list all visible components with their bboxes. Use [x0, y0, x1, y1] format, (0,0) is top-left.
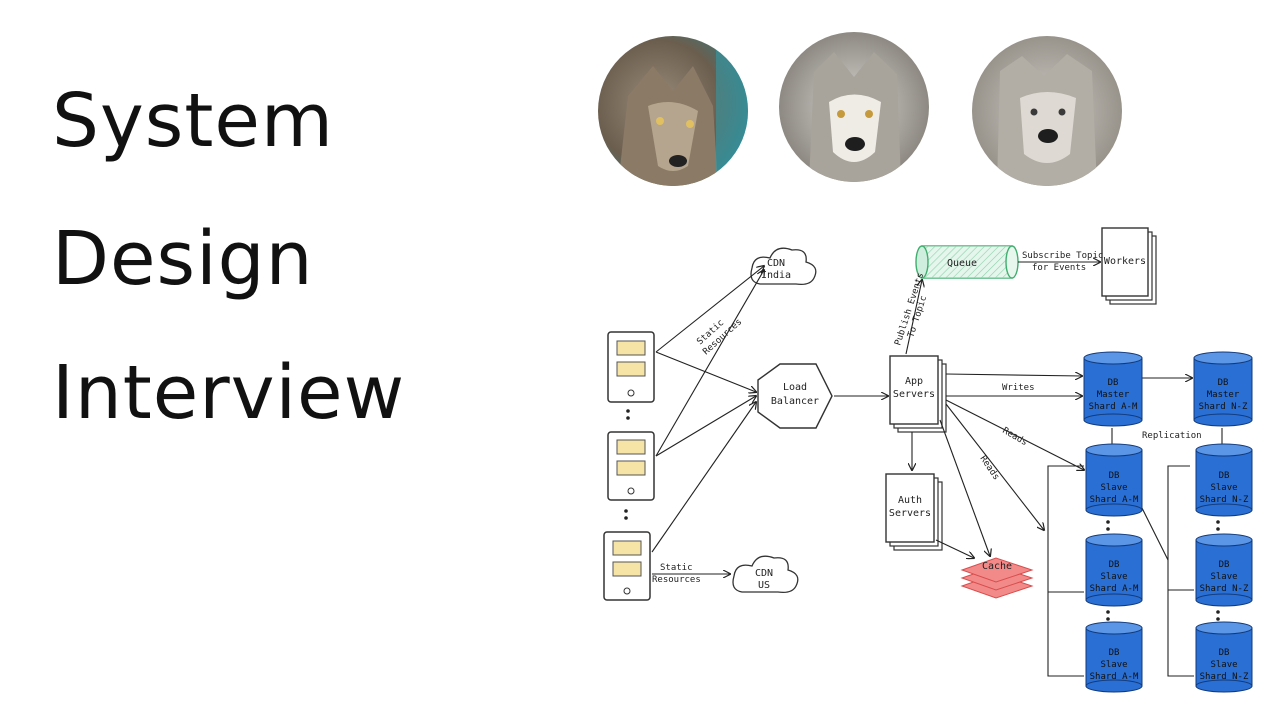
device-arrows: [651, 266, 888, 574]
workers-node: Workers: [1101, 227, 1157, 305]
db-label: Slave: [1210, 572, 1237, 582]
db-label: DB: [1219, 471, 1230, 481]
db-ellipsis: [1106, 520, 1220, 621]
writes-label: Writes: [1002, 383, 1035, 393]
wolf-photo-grey-icon: [779, 32, 929, 182]
reads-label: Reads: [1001, 426, 1029, 448]
wolf-photo-snarling-icon: [598, 36, 748, 186]
cdn-us-label: US: [758, 580, 770, 591]
device-ellipsis-dot: [626, 416, 630, 420]
db-label: Shard N-Z: [1200, 495, 1249, 505]
db-label: Shard A-M: [1090, 672, 1139, 682]
db-master-am: DB Master Shard A-M: [1083, 351, 1143, 427]
db-label: Shard N-Z: [1199, 402, 1248, 412]
queue-node: Queue: [915, 245, 1019, 279]
db-label: Master: [1097, 390, 1130, 400]
cache-label: Cache: [982, 561, 1012, 572]
load-balancer-label: Balancer: [771, 396, 819, 407]
db-label: DB: [1108, 378, 1119, 388]
load-balancer-label: Load: [783, 382, 807, 393]
db-label: Slave: [1100, 660, 1127, 670]
db-label: Shard A-M: [1090, 584, 1139, 594]
db-label: Shard A-M: [1089, 402, 1138, 412]
subscribe-topic-label: Subscribe Topic: [1022, 251, 1103, 261]
client-device-2: [607, 431, 655, 501]
title-line-system: System: [52, 78, 334, 164]
title-line-design: Design: [52, 216, 314, 302]
db-slave-nz-1: DB Slave Shard N-Z: [1195, 443, 1253, 517]
cdn-india-label: India: [761, 270, 791, 281]
wolf-avatar-3: [972, 36, 1122, 186]
load-balancer-node: Load Balancer: [757, 363, 833, 429]
title-line-interview: Interview: [52, 350, 406, 436]
reads-label: Reads: [978, 454, 1001, 482]
auth-servers-label: Auth: [898, 495, 922, 506]
db-label: Slave: [1210, 483, 1237, 493]
queue-label: Queue: [947, 258, 977, 269]
auth-servers-node: Auth Servers: [885, 473, 943, 551]
replication-label: Replication: [1142, 431, 1202, 441]
workers-label: Workers: [1104, 256, 1146, 267]
cdn-us-cloud: CDN US: [732, 555, 799, 594]
app-servers-label: Servers: [893, 389, 935, 400]
db-label: DB: [1219, 560, 1230, 570]
wolf-avatar-2: [779, 32, 929, 182]
db-label: DB: [1109, 648, 1120, 658]
static-resources-label: Static: [660, 563, 693, 573]
db-label: Shard N-Z: [1200, 584, 1249, 594]
db-label: Shard A-M: [1090, 495, 1139, 505]
db-label: Shard N-Z: [1200, 672, 1249, 682]
db-master-nz: DB Master Shard N-Z: [1193, 351, 1253, 427]
app-servers-node: App Servers: [889, 355, 947, 433]
client-device-1: [607, 331, 655, 403]
cache-node: Cache: [960, 557, 1034, 599]
app-servers-label: App: [905, 376, 923, 387]
db-slave-nz-2: DB Slave Shard N-Z: [1195, 533, 1253, 607]
subscribe-topic-label: for Events: [1032, 263, 1086, 273]
db-label: Slave: [1210, 660, 1237, 670]
db-label: DB: [1109, 471, 1120, 481]
queue-arrows: [905, 262, 1100, 355]
wolf-photo-calm-icon: [972, 36, 1122, 186]
cdn-india-cloud: CDN India: [750, 247, 817, 286]
db-label: DB: [1109, 560, 1120, 570]
db-label: DB: [1219, 648, 1230, 658]
static-resources-label: Resources: [652, 575, 701, 585]
cdn-us-label: CDN: [755, 568, 773, 579]
db-slave-am-2: DB Slave Shard A-M: [1085, 533, 1143, 607]
auth-servers-label: Servers: [889, 508, 931, 519]
device-ellipsis-dot: [624, 509, 628, 513]
db-slave-am-1: DB Slave Shard A-M: [1085, 443, 1143, 517]
db-slave-nz-3: DB Slave Shard N-Z: [1195, 621, 1253, 693]
cdn-india-label: CDN: [767, 258, 785, 269]
device-ellipsis-dot: [624, 516, 628, 520]
db-slave-am-3: DB Slave Shard A-M: [1085, 621, 1143, 693]
wolf-avatar-1: [598, 36, 748, 186]
db-label: Master: [1207, 390, 1240, 400]
db-label: Slave: [1100, 572, 1127, 582]
device-ellipsis-dot: [626, 409, 630, 413]
db-label: Slave: [1100, 483, 1127, 493]
db-label: DB: [1218, 378, 1229, 388]
client-device-3: [603, 531, 651, 601]
app-server-arrows: [912, 374, 1192, 558]
